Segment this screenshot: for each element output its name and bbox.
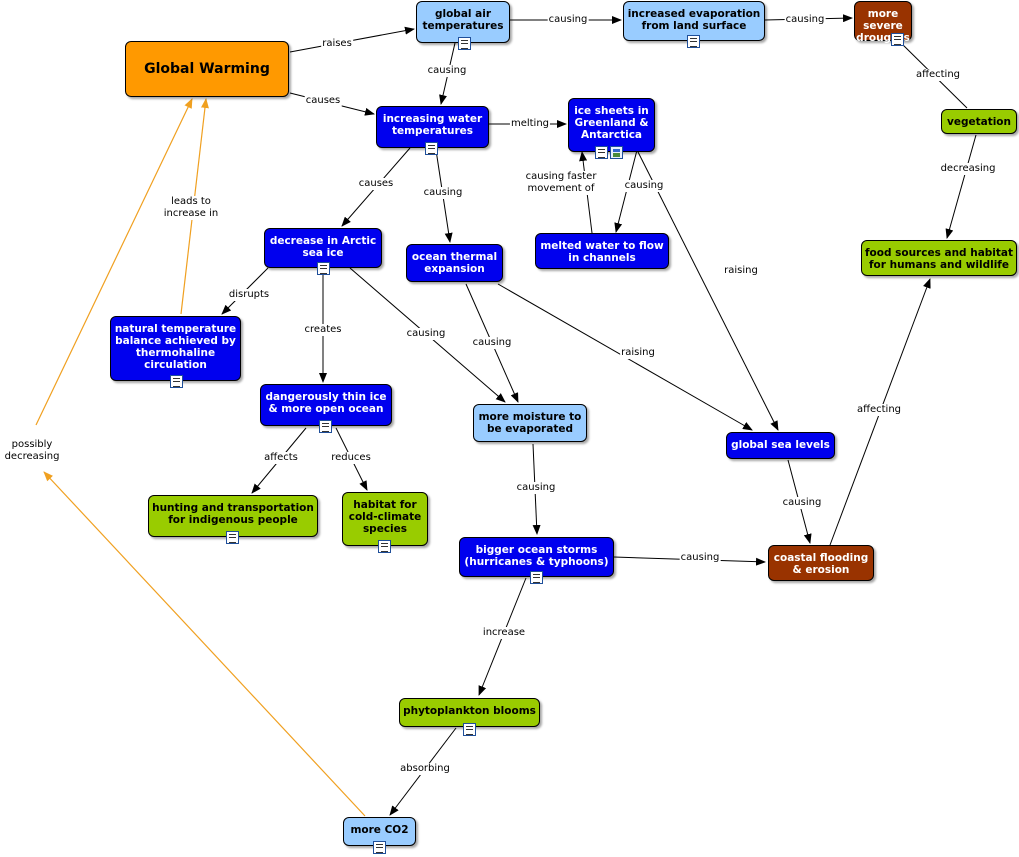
link-label-causes: causes — [357, 178, 395, 190]
link-label-affecting: affecting — [914, 69, 962, 81]
link-label-decreasing: decreasing — [939, 163, 997, 175]
concept-decrease-arctic-sea-ice[interactable]: decrease in Arctic sea ice — [264, 228, 382, 275]
link-label-causing: causing — [679, 552, 721, 564]
concept-label: phytoplankton blooms — [403, 705, 536, 717]
document-icon[interactable] — [458, 37, 471, 50]
image-icon[interactable] — [610, 146, 623, 159]
concept-global-sea-levels[interactable]: global sea levels — [726, 432, 835, 459]
concept-label: global sea levels — [731, 439, 830, 451]
edge-possibly-gw — [35, 98, 193, 426]
concept-coastal-flooding[interactable]: coastal flooding & erosion — [768, 545, 874, 581]
link-label-affects: affects — [263, 452, 299, 464]
concept-label: Global Warming — [144, 61, 270, 77]
concept-global-air-temperatures[interactable]: global air temperatures — [416, 1, 510, 50]
link-label-disrupts: disrupts — [227, 289, 271, 301]
document-icon[interactable] — [463, 723, 476, 736]
link-label-causing: causing — [623, 180, 665, 192]
document-icon[interactable] — [687, 35, 700, 48]
link-label-absorbing: absorbing — [399, 763, 451, 775]
concept-label: more CO2 — [350, 824, 409, 836]
document-icon[interactable] — [530, 571, 543, 584]
concept-more-moisture[interactable]: more moisture to be evaporated — [473, 404, 587, 442]
link-label-leads-to: leads to increase in — [162, 196, 220, 220]
link-label-creates: creates — [303, 324, 343, 336]
link-label-increase: increase — [481, 627, 527, 639]
concept-increasing-water-temperatures[interactable]: increasing water temperatures — [376, 106, 489, 155]
concept-melted-water[interactable]: melted water to flow in channels — [535, 233, 669, 269]
concept-hunting-transportation[interactable]: hunting and transportation for indigenou… — [148, 495, 318, 544]
concept-more-severe-droughts[interactable]: more severe droughts — [854, 1, 912, 46]
concept-vegetation[interactable]: vegetation — [941, 109, 1017, 134]
link-label-causing-faster: causing faster movement of — [524, 171, 598, 195]
link-label-causing: causing — [781, 497, 823, 509]
concept-label: habitat for cold-climate species — [348, 499, 422, 535]
concept-natural-temperature-balance[interactable]: natural temperature balance achieved by … — [110, 316, 241, 388]
concept-ocean-thermal-expansion[interactable]: ocean thermal expansion — [406, 244, 503, 282]
concept-label: increased evaporation from land surface — [627, 8, 761, 32]
concept-label: vegetation — [946, 116, 1011, 128]
document-icon[interactable] — [170, 375, 183, 388]
concept-label: decrease in Arctic sea ice — [269, 235, 377, 259]
link-label-raising: raising — [620, 347, 656, 359]
concept-more-co2[interactable]: more CO2 — [343, 817, 416, 854]
link-label-causing: causing — [784, 14, 826, 26]
link-label-causing: causing — [515, 482, 557, 494]
link-label-causing: causing — [405, 328, 447, 340]
link-label-causing: causing — [471, 337, 513, 349]
concept-label: bigger ocean storms (hurricanes & typhoo… — [464, 544, 609, 568]
concept-label: hunting and transportation for indigenou… — [152, 502, 314, 526]
link-label-affecting: affecting — [855, 404, 903, 416]
concept-habitat-cold-climate[interactable]: habitat for cold-climate species — [342, 492, 428, 553]
document-icon[interactable] — [319, 420, 332, 433]
document-icon[interactable] — [891, 33, 904, 46]
concept-label: ice sheets in Greenland & Antarctica — [574, 105, 649, 141]
concept-global-warming[interactable]: Global Warming — [125, 41, 289, 97]
link-label-causing: causing — [547, 14, 589, 26]
concept-bigger-ocean-storms[interactable]: bigger ocean storms (hurricanes & typhoo… — [459, 537, 614, 584]
edge-ice-sea — [635, 147, 779, 431]
edge-veg-food — [945, 134, 977, 239]
concept-ice-sheets[interactable]: ice sheets in Greenland & Antarctica — [568, 98, 655, 159]
document-icon[interactable] — [595, 146, 608, 159]
concept-label: natural temperature balance achieved by … — [114, 323, 237, 371]
edge-co2-natural — [43, 471, 366, 817]
concept-dangerously-thin-ice[interactable]: dangerously thin ice & more open ocean — [260, 384, 392, 433]
link-label-raises: raises — [321, 38, 353, 50]
concept-label: melted water to flow in channels — [540, 240, 664, 264]
concept-label: more moisture to be evaporated — [478, 411, 582, 435]
document-icon[interactable] — [317, 262, 330, 275]
concept-label: increasing water temperatures — [382, 113, 483, 137]
link-label-possibly-decreasing: possibly decreasing — [3, 439, 61, 463]
link-label-reduces: reduces — [330, 452, 372, 464]
concept-label: coastal flooding & erosion — [773, 552, 869, 576]
link-label-causing: causing — [426, 65, 468, 77]
link-label-raising: raising — [723, 265, 759, 277]
document-icon[interactable] — [425, 142, 438, 155]
concept-label: global air temperatures — [422, 8, 504, 32]
link-label-causes: causes — [304, 95, 342, 107]
document-icon[interactable] — [226, 531, 239, 544]
document-icon[interactable] — [373, 841, 386, 854]
concept-label: dangerously thin ice & more open ocean — [265, 391, 387, 415]
link-label-melting: melting — [509, 118, 551, 130]
concept-food-sources[interactable]: food sources and habitat for humans and … — [861, 240, 1017, 276]
concept-increased-evaporation[interactable]: increased evaporation from land surface — [623, 1, 765, 48]
link-label-causing: causing — [422, 187, 464, 199]
concept-phytoplankton-blooms[interactable]: phytoplankton blooms — [399, 698, 540, 736]
concept-label: food sources and habitat for humans and … — [864, 247, 1014, 271]
concept-label: ocean thermal expansion — [411, 251, 498, 275]
document-icon[interactable] — [378, 540, 391, 553]
